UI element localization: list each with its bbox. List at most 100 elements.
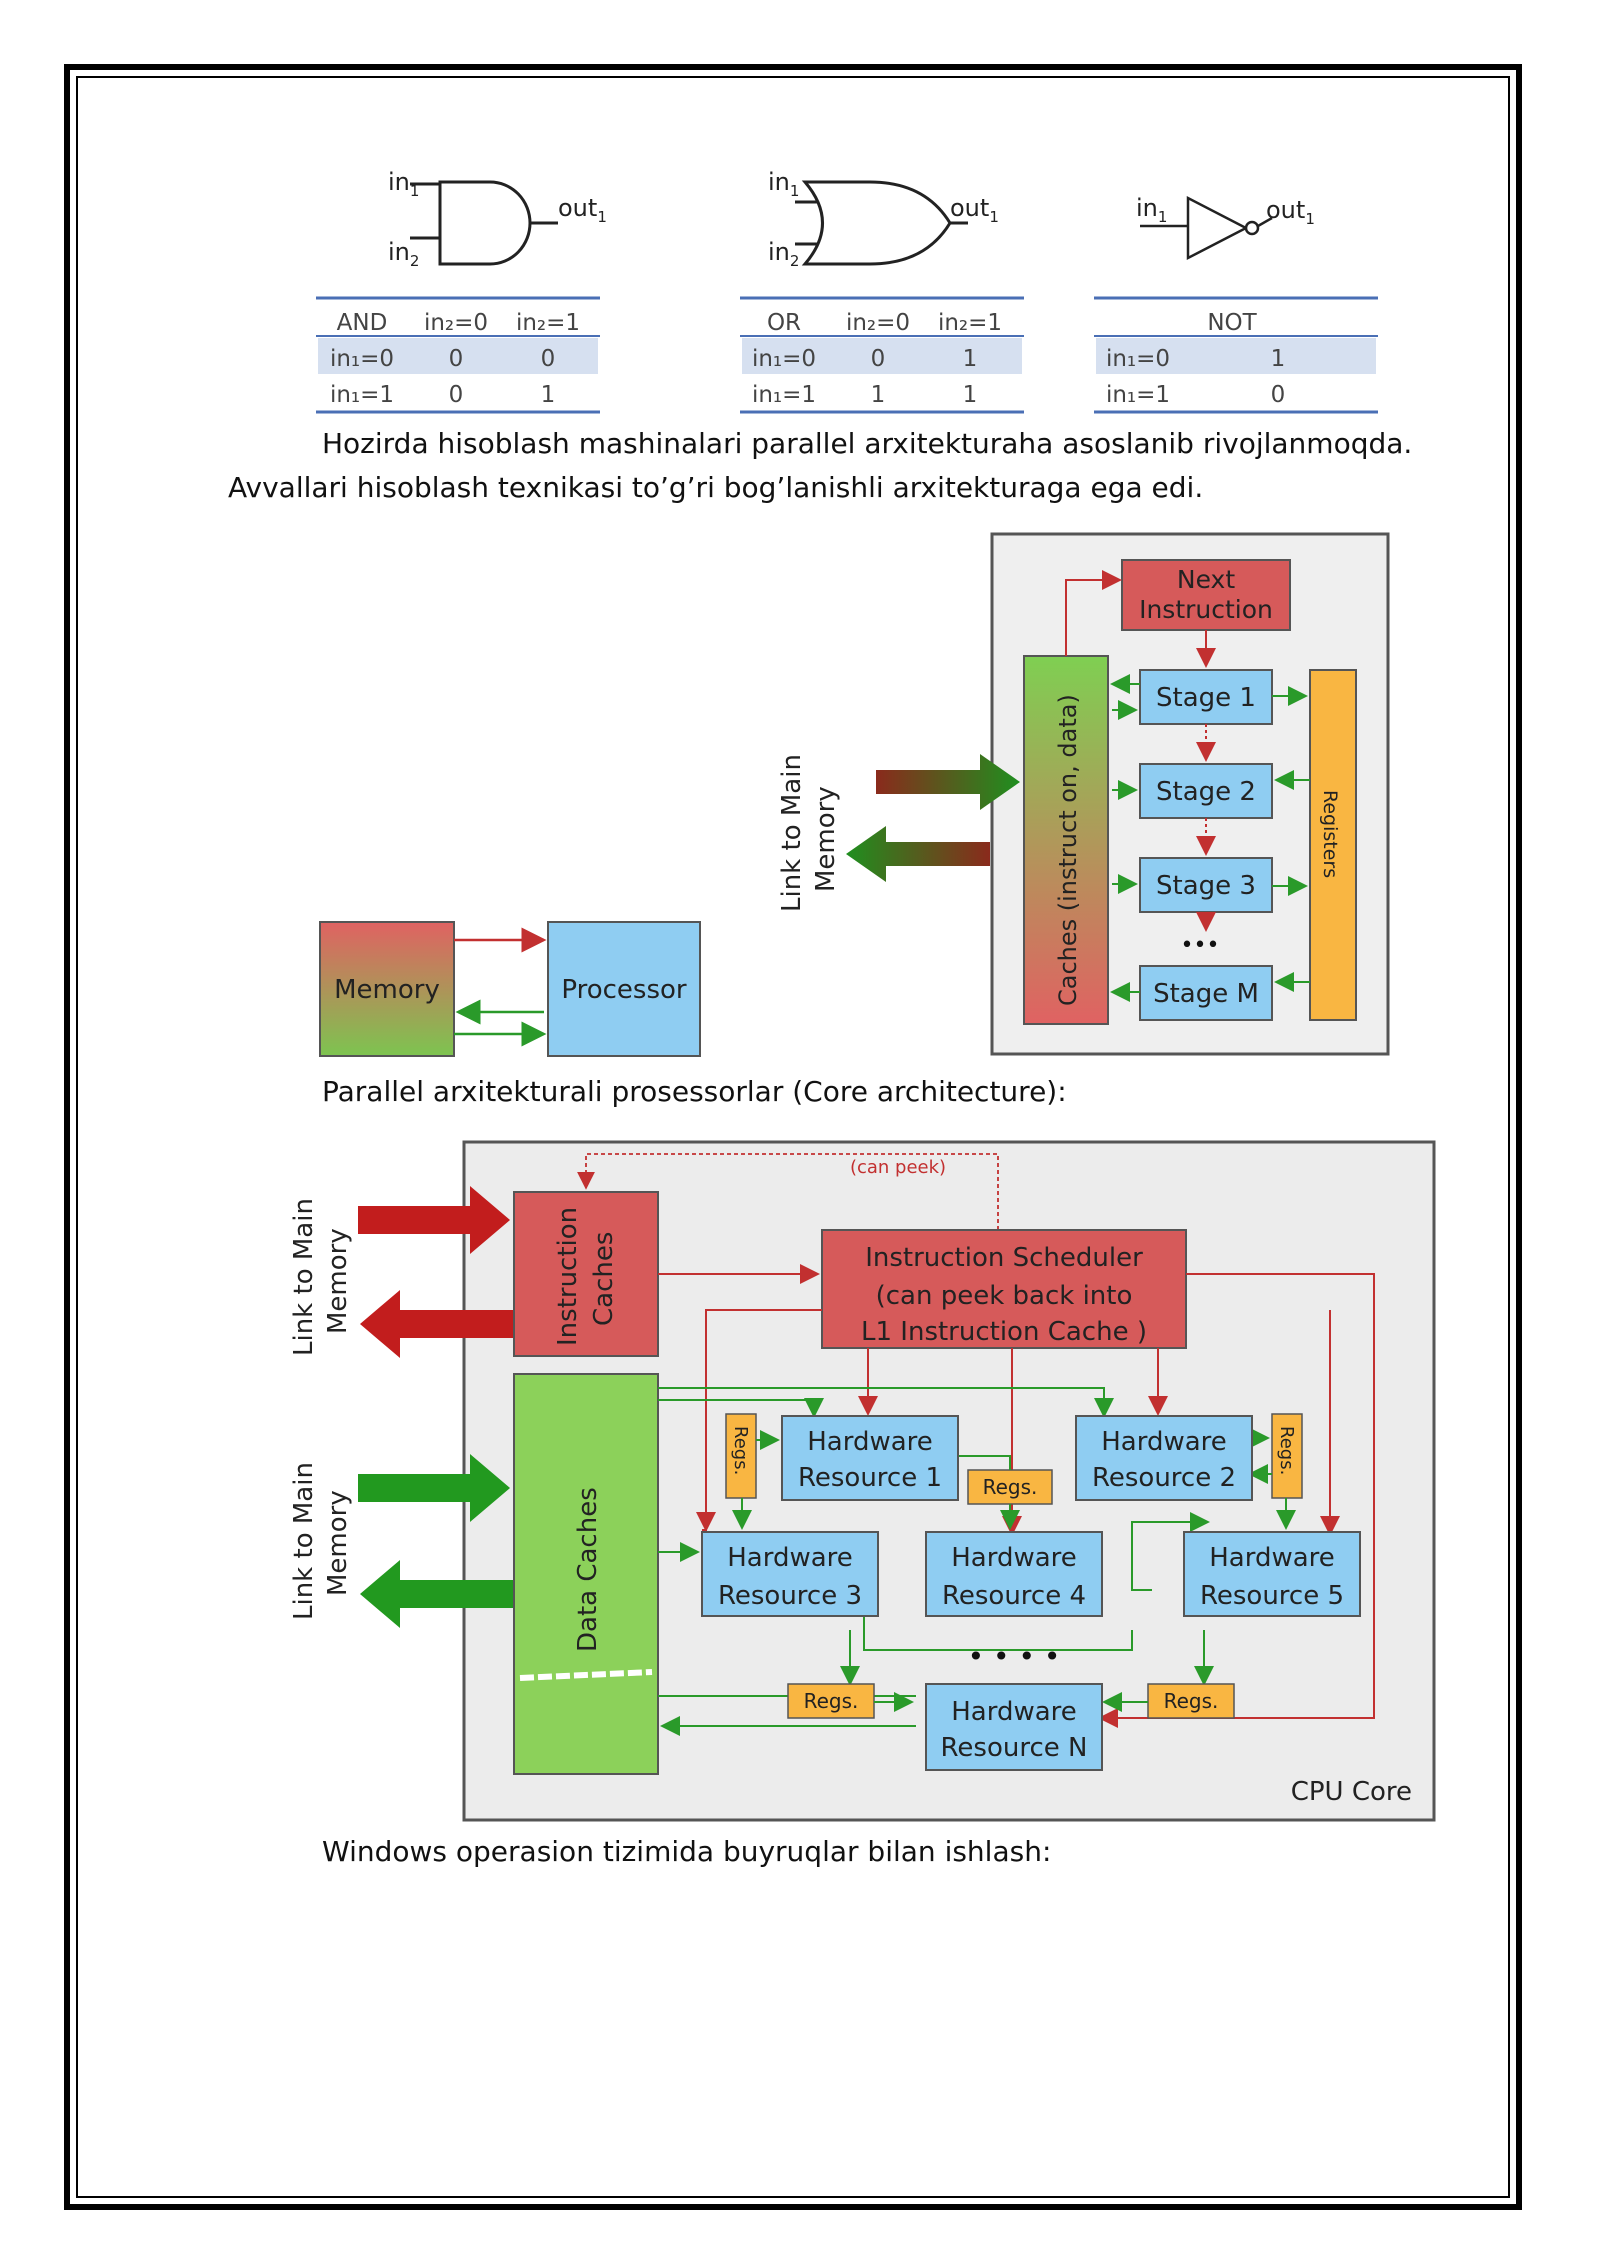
instruction-link-label-2: Memory <box>323 1228 353 1334</box>
hardware-resource-2 <box>1075 1415 1253 1501</box>
data-caches-label: Data Caches <box>573 1487 603 1652</box>
and-table-cell: 0 <box>449 382 464 408</box>
hardware-resource-n-label: Resource N <box>941 1733 1088 1763</box>
pipeline-link-label-2: Memory <box>811 786 841 892</box>
instruction-scheduler-block <box>821 1229 1187 1349</box>
regs-label-3: Regs. <box>1276 1426 1297 1475</box>
scheduler-label-3: L1 Instruction Cache ) <box>861 1317 1147 1347</box>
hardware-resource-5-label: Resource 5 <box>1200 1581 1344 1611</box>
hardware-resource-1-word: Hardware <box>807 1427 933 1457</box>
pipeline-caches-block <box>1023 655 1109 1025</box>
instruction-caches-block <box>513 1191 659 1357</box>
next-instruction-label-1: Next <box>1177 565 1235 594</box>
stage-m-block <box>1139 965 1273 1021</box>
and-table-cell: in₁=1 <box>330 382 394 408</box>
or-truth-table: OR in₂=0 in₂=1 in₁=0 0 1 in₁=1 1 1 <box>740 296 1024 414</box>
data-arrow-out <box>360 1560 514 1628</box>
or-table-header-2: in₂=1 <box>938 310 1002 336</box>
hardware-resource-5 <box>1183 1531 1361 1617</box>
hardware-resource-n-word: Hardware <box>951 1697 1077 1727</box>
and-output-label: out1 <box>558 194 607 226</box>
hardware-resource-2-word: Hardware <box>1101 1427 1227 1457</box>
not-truth-table: NOT in₁=0 1 in₁=1 0 <box>1094 296 1378 414</box>
page-border-inner <box>76 76 1510 2198</box>
regs-label-4: Regs. <box>804 1689 859 1713</box>
not-table-cell: 0 <box>1271 382 1286 408</box>
and-input-2-label: in2 <box>388 238 419 270</box>
data-caches-block <box>513 1373 659 1775</box>
not-table-header-0: NOT <box>1207 310 1257 336</box>
instruction-arrow-out <box>360 1290 514 1358</box>
stage-2-label: Stage 2 <box>1156 777 1256 807</box>
intro-paragraph: Hozirda hisoblash mashinalari parallel a… <box>228 427 1413 504</box>
instruction-caches-label-1: Instruction <box>553 1207 583 1346</box>
and-table-cell: 0 <box>449 346 464 372</box>
pipeline-caches-label: Caches (instruct on, data) <box>1054 694 1082 1006</box>
registers-block <box>1309 669 1357 1021</box>
logic-gates-figure: in1 in2 out1 in1 in2 out1 in1 out1 AND i… <box>316 168 1378 414</box>
and-table-header-0: AND <box>337 310 388 336</box>
scheduler-label-2: (can peek back into <box>876 1281 1133 1311</box>
hardware-resource-5-word: Hardware <box>1209 1543 1335 1573</box>
pipeline-arrow-in <box>876 754 1020 810</box>
hardware-resource-4-word: Hardware <box>951 1543 1077 1573</box>
stage-dots: ••• <box>1181 933 1220 958</box>
hardware-resource-4-label: Resource 4 <box>942 1581 1086 1611</box>
cpu-core-figure: CPU Core Link to Main Memory Link to Mai… <box>289 1140 1436 1822</box>
next-instruction-label-2: Instruction <box>1139 595 1273 624</box>
regs-block-3 <box>1271 1413 1303 1499</box>
processor-label: Processor <box>561 975 687 1005</box>
or-table-header-0: OR <box>767 310 801 336</box>
caption-windows-commands: Windows operasion tizimida buyruqlar bil… <box>322 1835 1052 1868</box>
or-output-label: out1 <box>950 194 999 226</box>
instruction-link-label-1: Link to Main <box>289 1198 319 1356</box>
regs-label-5: Regs. <box>1164 1689 1219 1713</box>
or-table-cell: in₁=0 <box>752 346 816 372</box>
and-table-cell: 1 <box>541 382 556 408</box>
caption-core-architecture: Parallel arxitekturali prosessorlar (Cor… <box>322 1075 1067 1108</box>
regs-label-2: Regs. <box>983 1475 1038 1499</box>
stage-m-label: Stage M <box>1153 979 1259 1009</box>
pipeline-arrow-out <box>846 826 990 882</box>
or-table-cell: in₁=1 <box>752 382 816 408</box>
not-input-label: in1 <box>1136 194 1167 226</box>
not-table-cell: in₁=0 <box>1106 346 1170 372</box>
stage-3-label: Stage 3 <box>1156 871 1256 901</box>
stage-1-label: Stage 1 <box>1156 683 1256 713</box>
data-link-label-2: Memory <box>323 1490 353 1596</box>
data-arrow-in <box>358 1454 510 1522</box>
data-link-label-1: Link to Main <box>289 1462 319 1620</box>
not-output-label: out1 <box>1266 196 1315 228</box>
regs-block-4 <box>787 1683 875 1719</box>
or-table-cell: 1 <box>963 382 978 408</box>
not-table-cell: 1 <box>1271 346 1286 372</box>
instruction-arrow-in <box>358 1186 510 1254</box>
and-table-cell: 0 <box>541 346 556 372</box>
hardware-resource-1 <box>781 1415 959 1501</box>
hardware-resource-n <box>925 1683 1103 1771</box>
pipeline-link-label-1: Link to Main <box>777 754 807 912</box>
stage-2-block <box>1139 763 1273 819</box>
or-input-2-label: in2 <box>768 238 799 270</box>
and-gate <box>410 180 558 266</box>
architecture-figure-1: Memory Processor Link to Main Memory Cac… <box>319 532 1390 1057</box>
not-gate <box>1140 195 1273 261</box>
page-border-outer <box>64 64 1522 2210</box>
and-input-1-label: in1 <box>388 168 419 200</box>
cpu-core-label: CPU Core <box>1291 1777 1412 1807</box>
regs-block-2 <box>967 1469 1053 1505</box>
or-gate <box>795 180 968 266</box>
hardware-resource-2-label: Resource 2 <box>1092 1463 1236 1493</box>
or-input-1-label: in1 <box>768 168 799 200</box>
hardware-resource-3-label: Resource 3 <box>718 1581 862 1611</box>
or-table-header-1: in₂=0 <box>846 310 910 336</box>
can-peek-label: (can peek) <box>850 1157 946 1178</box>
not-table-cell: in₁=1 <box>1106 382 1170 408</box>
hardware-resource-4 <box>925 1531 1103 1617</box>
and-table-cell: in₁=0 <box>330 346 394 372</box>
memory-block <box>319 921 455 1057</box>
scheduler-label-1: Instruction Scheduler <box>865 1243 1143 1273</box>
processor-block <box>547 921 701 1057</box>
and-table-header-2: in₂=1 <box>516 310 580 336</box>
or-table-cell: 1 <box>963 346 978 372</box>
